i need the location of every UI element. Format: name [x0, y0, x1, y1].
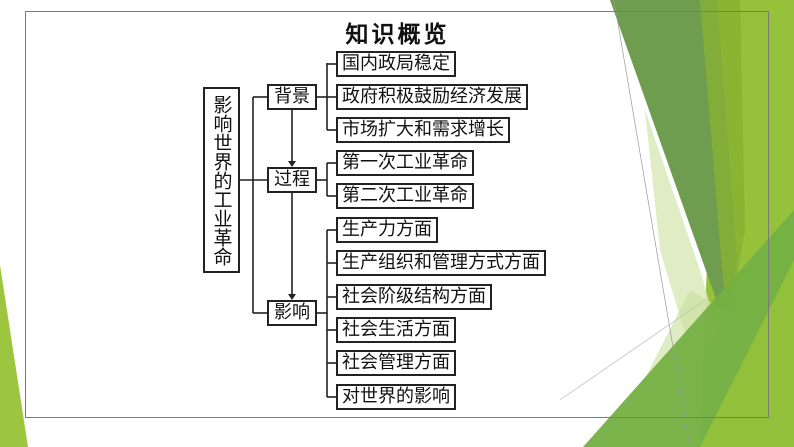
category-background: 背景 [267, 84, 317, 110]
item-box: 社会生活方面 [336, 317, 456, 343]
item-box: 第一次工业革命 [336, 150, 474, 176]
item-box: 社会阶级结构方面 [336, 284, 492, 310]
page-title: 知识概览 [345, 21, 450, 48]
root-box: 影响世界的工业革命 [203, 87, 240, 273]
category-process: 过程 [267, 167, 317, 193]
item-box: 对世界的影响 [336, 384, 456, 410]
item-box: 市场扩大和需求增长 [336, 117, 510, 143]
item-box: 社会管理方面 [336, 350, 456, 376]
category-impact: 影响 [267, 300, 317, 326]
item-box: 生产组织和管理方式方面 [336, 250, 546, 276]
item-box: 政府积极鼓励经济发展 [336, 84, 528, 110]
content-frame [25, 11, 769, 418]
item-box: 第二次工业革命 [336, 183, 474, 209]
item-box: 生产力方面 [336, 217, 438, 243]
item-box: 国内政局稳定 [336, 51, 456, 77]
